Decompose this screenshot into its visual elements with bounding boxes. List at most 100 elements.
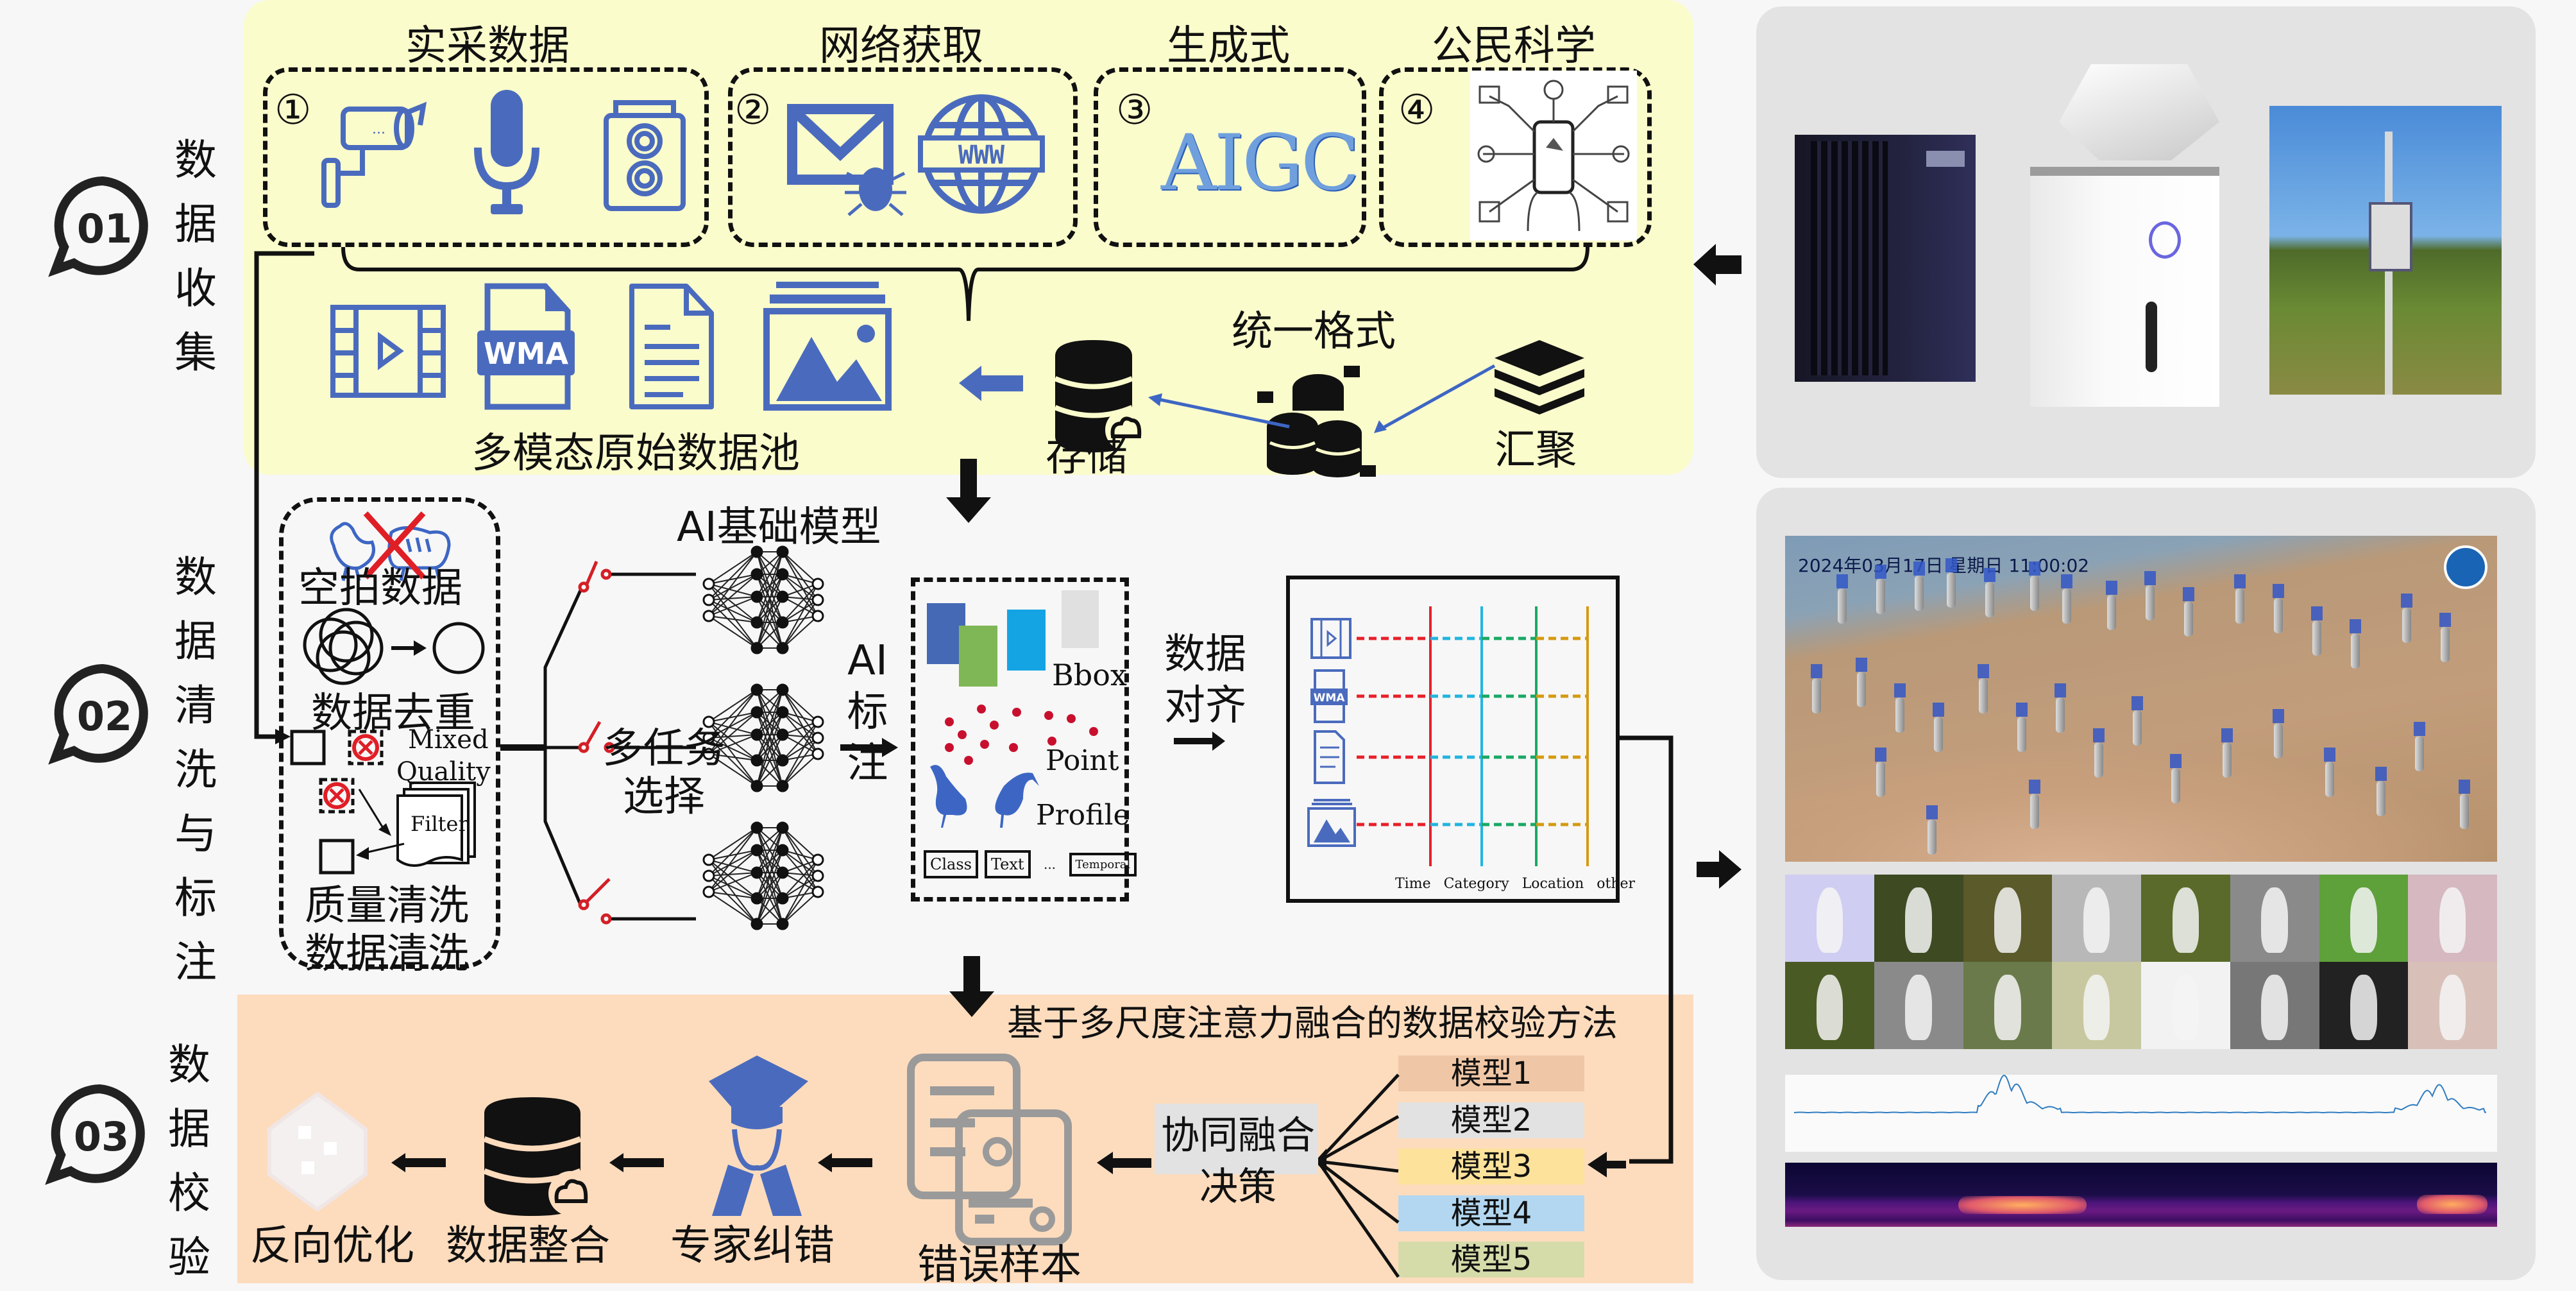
arrow-right-icon [840,738,898,757]
neuron [750,844,763,857]
www-globe-icon: WWW [918,94,1045,214]
cleaning-box [279,497,500,969]
bird-detection-box [1933,703,1944,717]
arrow-right-icon-2 [1174,731,1225,751]
model-3: 模型3 [1398,1149,1584,1184]
annotation-tags: Class Text ... Temporal [924,850,1137,878]
neuron [750,642,763,654]
neuron [750,821,763,834]
model-2: 模型2 [1398,1102,1584,1138]
validation-method-title: 基于多尺度注意力融合的数据校验方法 [1007,1003,1618,1045]
neuron [776,728,789,741]
alignment-wma-icon: WMA [1310,669,1348,723]
arrow-left-icon-1 [1097,1152,1151,1174]
bird-detection-box [2016,703,2028,717]
tag-temporal: Temporal [1069,852,1137,876]
neuron [750,754,763,767]
arrow-down-icon-2 [949,956,994,1017]
wma-file-icon: WMA [475,282,577,411]
stage-01-badge: 01 [48,176,148,277]
arrow-left-icon-4 [391,1153,446,1172]
bird-species-thumbnail [1874,875,1963,962]
source-box-web [728,67,1078,247]
bird-detection-box [2131,696,2143,710]
raw-data-pool-label: 多模态原始数据池 [471,430,800,477]
bird-detection-box [1984,568,1996,582]
model-5: 模型5 [1398,1242,1584,1278]
citizen-science-illustration [1470,71,1637,241]
edge-server-photo [1795,135,1976,382]
neuron [750,780,763,792]
neuron [750,892,763,905]
annotation-box [911,577,1129,902]
axis-location-label: Location [1521,876,1584,892]
bird-detection-box [1811,664,1822,678]
arrow-down-icon [946,459,991,523]
svg-text:03: 03 [74,1113,129,1160]
bird-detection-box [1875,565,1886,579]
bird-detection-box [2221,728,2233,742]
bird-species-thumbnail [2408,962,2497,1049]
bird-detection-box [2183,587,2194,601]
audio-waveform [1785,1074,2497,1152]
neuron [750,568,763,581]
alignment-doc-icon [1314,730,1345,784]
bird-detection-box [2439,613,2451,627]
bird-species-thumbnail [2141,875,2230,962]
model-4: 模型4 [1398,1195,1584,1231]
bird-detection-box [2273,709,2284,723]
bird-detection-box [2234,574,2246,588]
neuron [702,731,715,744]
bird-detection-box [1945,558,1957,572]
bird-species-thumbnail [1785,962,1874,1049]
multitask-select-label: 多任务选择 [602,725,725,821]
bird-detection-box [2029,780,2040,794]
source-index-2: ② [734,87,772,134]
dedup-label: 数据去重 [311,690,475,737]
bird-detection-box [2106,581,2117,595]
bird-species-thumbnail [2408,875,2497,962]
storage-label: 存储 [1046,433,1128,481]
tag-text: Text [984,850,1031,878]
source-box-generative [1094,67,1366,247]
aerial-data-label: 空拍数据 [298,565,462,612]
video-file-icon [330,305,446,398]
flow-arrows-blue [1148,364,1496,433]
image-icon [763,282,892,411]
stage-01-number: 01 [77,205,132,252]
neuron [702,715,715,728]
neuron [776,590,789,603]
camera-timestamp-overlay: 2024年03月17日 星期日 11:00:02 [1798,555,2090,576]
source-index-3: ③ [1116,87,1153,134]
neuron [750,866,763,879]
expert-icon [709,1056,808,1216]
neuron [776,821,789,834]
neuron [702,594,715,606]
neuron [750,918,763,930]
bird-species-thumbnail [1785,875,1874,962]
neuron [702,885,715,898]
error-samples-label: 错误样本 [917,1242,1081,1289]
bird-detection-box [2061,574,2072,588]
bird-detection-box [2324,748,2335,762]
source-title-field: 实采数据 [405,22,570,70]
neuron [702,577,715,590]
neuron [750,590,763,603]
quality-clean-label: 质量清洗 [305,882,469,930]
bird-detection-box [2459,780,2470,794]
source-index-4: ④ [1398,87,1436,134]
bird-profile-icon [930,765,1039,828]
neuron [811,594,824,606]
acoustic-monitor-device-photo [2027,64,2226,407]
neuron [702,869,715,882]
bird-species-thumbnail [2141,962,2230,1049]
bird-detection-box [1926,805,1938,819]
neuron [776,545,789,558]
reverse-optimization-label: 反向优化 [250,1222,414,1270]
bird-species-thumbnail [1963,962,2053,1049]
alignment-image-icon [1307,799,1356,847]
tag-class: Class [924,850,978,878]
neuron [811,577,824,590]
annotation-samples [927,590,1099,765]
camera-icon [604,100,686,211]
